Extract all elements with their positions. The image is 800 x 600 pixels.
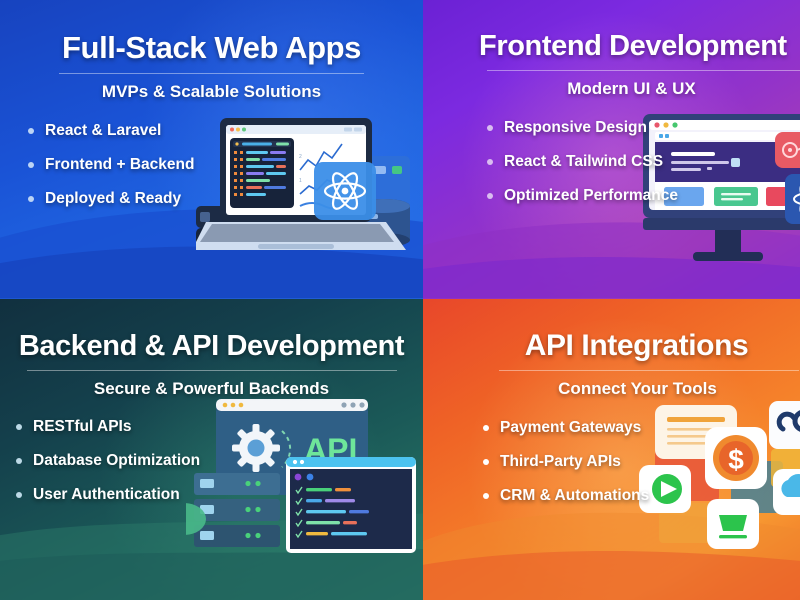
feature-label: Responsive Design (504, 119, 647, 136)
feature-list: React & Laravel Frontend + Backend Deplo… (16, 122, 407, 208)
bullet-dot-icon (28, 196, 34, 202)
list-item: React & Tailwind CSS (487, 153, 784, 171)
list-item: Third-Party APIs (483, 453, 784, 471)
title-rule (26, 370, 397, 371)
feature-label: Database Optimization (33, 452, 201, 469)
integration-icons-illustration: $ (639, 401, 800, 549)
svg-text:2: 2 (299, 154, 302, 160)
panel-content: Backend & API Development Secure & Power… (0, 299, 423, 600)
list-item: Responsive Design (487, 119, 784, 137)
title-rule (499, 370, 799, 371)
panel-backend-api-development[interactable]: API (0, 299, 423, 600)
panel-content: Full-Stack Web Apps MVPs & Scalable Solu… (0, 0, 423, 299)
feature-label: Deployed & Ready (45, 190, 182, 207)
feature-label: User Authentication (33, 486, 180, 503)
list-item: React & Laravel (28, 122, 407, 140)
list-item: Optimized Performance (487, 187, 784, 205)
bullet-dot-icon (487, 193, 493, 199)
bullet-dot-icon (487, 125, 493, 131)
feature-label: Optimized Performance (504, 187, 678, 204)
panel-content: Frontend Development Modern UI & UX Resp… (423, 0, 800, 299)
panel-frontend-development[interactable]: Frontend Development Modern UI & UX Resp… (423, 0, 800, 299)
feature-list: RESTful APIs Database Optimization User … (16, 418, 407, 504)
list-item: Deployed & Ready (28, 190, 407, 208)
bullet-dot-icon (16, 492, 22, 498)
feature-label: Frontend + Backend (45, 156, 195, 173)
feature-label: RESTful APIs (33, 418, 132, 435)
svg-text:1: 1 (299, 178, 302, 184)
bullet-dot-icon (487, 159, 493, 165)
bullet-dot-icon (483, 493, 489, 499)
feature-label: Payment Gateways (500, 419, 642, 436)
feature-list: Payment Gateways Third-Party APIs CRM & … (439, 419, 784, 505)
svg-text:$: $ (728, 444, 744, 475)
title-rule (59, 73, 364, 74)
feature-label: CRM & Automations (500, 487, 650, 504)
bullet-dot-icon (483, 425, 489, 431)
bullet-dot-icon (16, 424, 22, 430)
bullet-dot-icon (16, 458, 22, 464)
feature-label: Third-Party APIs (500, 453, 621, 470)
panel-subtitle: Modern UI & UX (567, 79, 696, 98)
list-item: Frontend + Backend (28, 156, 407, 174)
bullet-dot-icon (28, 162, 34, 168)
panel-full-stack-web-apps[interactable]: 2 1 Full-Stack Web Apps MVPs & Scalab (0, 0, 423, 299)
panel-subtitle: MVPs & Scalable Solutions (101, 82, 322, 101)
bullet-dot-icon (28, 128, 34, 134)
feature-list: Responsive Design React & Tailwind CSS O… (439, 119, 784, 205)
panel-subtitle: Secure & Powerful Backends (93, 379, 330, 398)
title-rule (487, 70, 800, 71)
api-servers-illustration: API (186, 399, 416, 553)
list-item: Database Optimization (16, 452, 407, 470)
list-item: RESTful APIs (16, 418, 407, 436)
panel-content: API Integrations Connect Your Tools Paym… (423, 299, 800, 600)
feature-label: React & Laravel (45, 122, 162, 139)
list-item: Payment Gateways (483, 419, 784, 437)
panel-title: Full-Stack Web Apps (62, 30, 361, 65)
bullet-dot-icon (483, 459, 489, 465)
panel-title: Frontend Development (479, 30, 787, 62)
list-item: CRM & Automations (483, 487, 784, 505)
feature-label: React & Tailwind CSS (504, 153, 664, 170)
panel-title: API Integrations (524, 329, 749, 362)
panel-api-integrations[interactable]: $ API Integrations Connect Y (423, 299, 800, 600)
panel-subtitle: Connect Your Tools (558, 379, 717, 398)
list-item: User Authentication (16, 486, 407, 504)
panel-title: Backend & API Development (18, 330, 405, 362)
